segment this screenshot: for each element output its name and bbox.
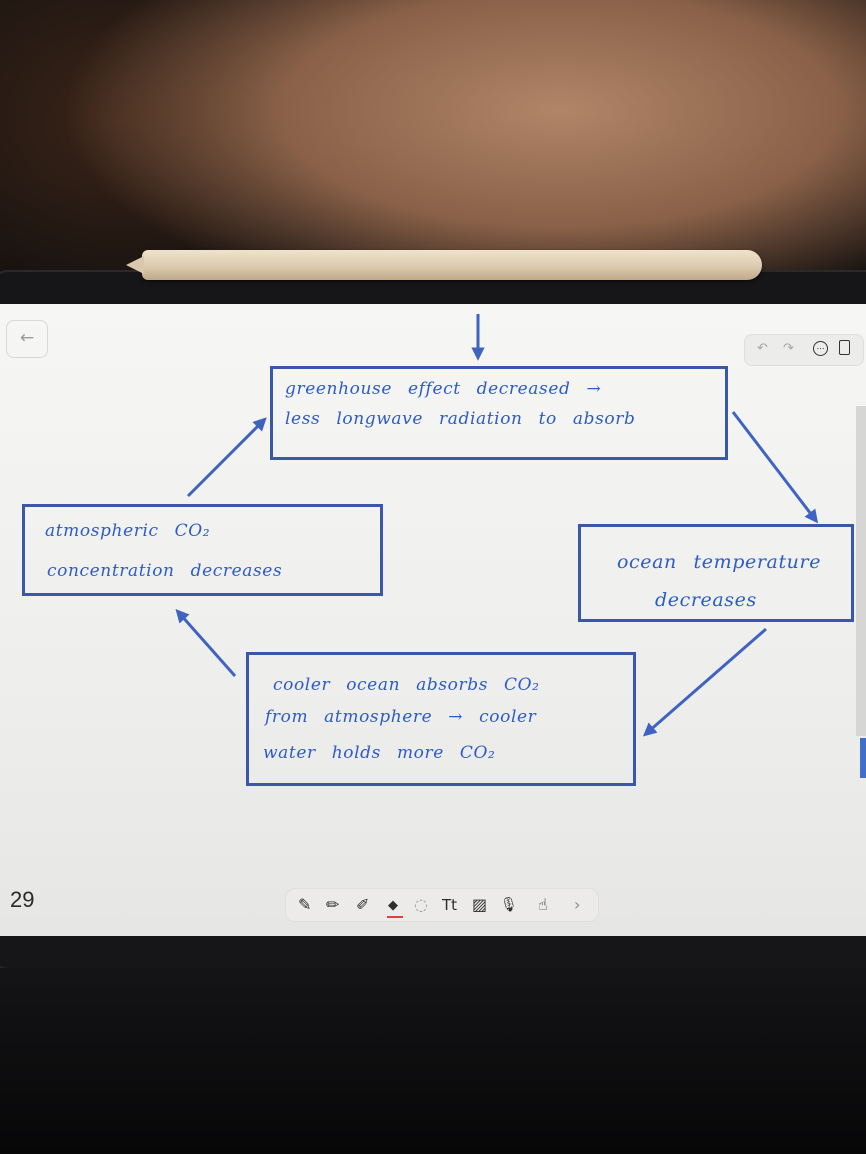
copy-page-icon[interactable] [839, 340, 850, 355]
image-icon[interactable]: ▨ [472, 895, 488, 914]
cycle-arrows [175, 314, 819, 737]
undo-icon[interactable]: ↶ [757, 341, 768, 356]
cooler-ocean-line-3: water holds more CO₂ [263, 743, 496, 763]
notes-screen: ← ↶ ↷ ⋯ greenhouse effect decreased → le… [0, 304, 866, 936]
greenhouse-line-2: less longwave radiation to absorb [285, 409, 636, 429]
arrow-atmospheric-to-greenhouse [186, 417, 267, 498]
cooler-ocean-line-2: from atmosphere → cooler [265, 707, 537, 727]
eraser-active-indicator [387, 916, 403, 918]
stylus-pencil [126, 250, 762, 280]
box-cooler-ocean: cooler ocean absorbs CO₂ from atmosphere… [246, 652, 636, 786]
chevron-right-icon[interactable]: › [574, 895, 581, 914]
ocean-temperature-line-2: decreases [655, 589, 757, 611]
microphone-icon[interactable]: 🎙 [500, 897, 518, 913]
redo-icon[interactable]: ↷ [783, 341, 794, 356]
page-number: 29 [10, 887, 35, 912]
background-lap [0, 968, 866, 1154]
eraser-icon[interactable]: ◆ [388, 898, 398, 913]
box-greenhouse-effect: greenhouse effect decreased → less longw… [270, 366, 728, 460]
box-atmospheric-co2: atmospheric CO₂ concentration decreases [22, 504, 383, 596]
atmospheric-line-1: atmospheric CO₂ [45, 521, 211, 541]
back-arrow-icon: ← [19, 328, 35, 348]
greenhouse-line-1: greenhouse effect decreased → [285, 379, 602, 399]
marker-icon[interactable]: ✐ [356, 895, 370, 914]
cooler-ocean-line-1: cooler ocean absorbs CO₂ [273, 675, 540, 695]
pencil-icon[interactable]: ✏ [326, 895, 340, 914]
arrow-cooler-ocean-to-atmospheric [175, 608, 237, 677]
more-icon[interactable]: ⋯ [813, 341, 828, 356]
side-scroll-handle[interactable] [860, 738, 866, 778]
lasso-icon[interactable]: ◌ [414, 895, 428, 914]
top-toolbar: ↶ ↷ ⋯ [744, 334, 864, 366]
touch-draw-icon[interactable]: ☝ [538, 895, 548, 914]
pen-toolbar: ✎ ✏ ✐ ◆ ◌ Tt ▨ 🎙 ☝ › [285, 888, 599, 922]
box-ocean-temperature: ocean temperature decreases [578, 524, 854, 622]
side-scroll-track[interactable] [856, 406, 866, 736]
ocean-temperature-line-1: ocean temperature [617, 551, 822, 573]
pen-icon[interactable]: ✎ [298, 895, 312, 914]
atmospheric-line-2: concentration decreases [47, 561, 283, 581]
arrow-ocean-temp-to-cooler-ocean [642, 627, 767, 737]
text-icon[interactable]: Tt [442, 896, 458, 914]
back-button[interactable]: ← [6, 320, 48, 358]
arrow-greenhouse-to-ocean-temp [731, 411, 819, 524]
